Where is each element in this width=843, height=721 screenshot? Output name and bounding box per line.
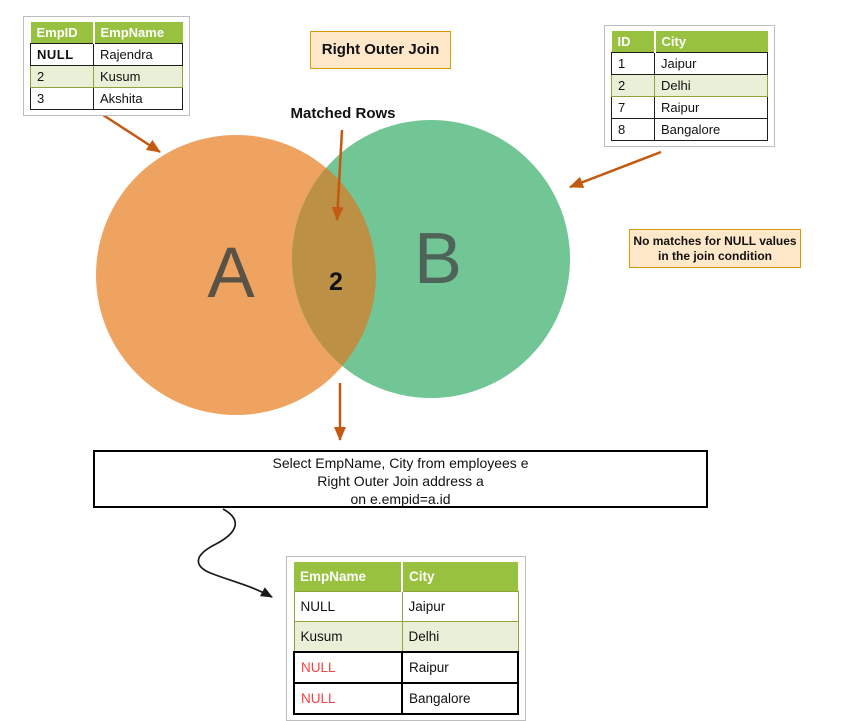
title-box: Right Outer Join — [310, 31, 451, 69]
employee-table-header-empname: EmpName — [92, 22, 183, 44]
address-id-cell: 8 — [611, 118, 655, 141]
table-row: Kusum Delhi — [293, 621, 519, 653]
employee-table: EmpID EmpName NULL Rajendra 2 Kusum 3 Ak… — [30, 22, 183, 110]
arrow-sql-box-to-result-table — [197, 508, 273, 598]
sql-line-join: Right Outer Join address a — [317, 473, 484, 489]
employee-empname-cell: Rajendra — [93, 43, 183, 66]
arrow-employee-table-to-circle-a — [99, 111, 161, 154]
sql-line-select: Select EmpName, City from employees e — [272, 455, 529, 471]
result-table-header-city: City — [401, 562, 518, 592]
address-table-header-id: ID — [611, 31, 655, 53]
table-row: 3 Akshita — [30, 87, 183, 110]
table-row: 8 Bangalore — [611, 118, 768, 141]
null-note-line1: No matches for NULL values — [633, 234, 797, 248]
table-row: 2 Delhi — [611, 74, 768, 97]
employee-empid-cell: 3 — [30, 87, 94, 110]
result-empname-cell: NULL — [293, 682, 403, 715]
table-row: NULL Jaipur — [293, 591, 519, 622]
result-city-cell: Raipur — [401, 651, 519, 684]
table-row: NULL Bangalore — [293, 682, 519, 715]
address-city-cell: Delhi — [654, 74, 768, 97]
result-empname-cell: Kusum — [293, 621, 403, 653]
venn-label-b: B — [414, 219, 462, 299]
result-empname-cell: NULL — [293, 651, 403, 684]
venn-label-a: A — [207, 234, 255, 313]
venn-circle-b — [292, 120, 570, 398]
arrow-matched-rows-to-overlap — [331, 129, 344, 221]
table-row: 7 Raipur — [611, 96, 768, 119]
address-city-cell: Bangalore — [654, 118, 768, 141]
table-row: 1 Jaipur — [611, 52, 768, 75]
sql-query-box: Select EmpName, City from employees e Ri… — [93, 450, 708, 508]
result-city-cell: Delhi — [401, 621, 519, 653]
address-id-cell: 7 — [611, 96, 655, 119]
employee-table-header-empid: EmpID — [30, 22, 94, 44]
employee-empid-cell: NULL — [30, 43, 94, 66]
address-id-cell: 1 — [611, 52, 655, 75]
address-id-cell: 2 — [611, 74, 655, 97]
employee-empname-cell: Kusum — [93, 65, 183, 88]
result-table-container: EmpName City NULL Jaipur Kusum Delhi NUL… — [286, 556, 526, 721]
table-row: NULL Raipur — [293, 651, 519, 684]
sql-line-on: on e.empid=a.id — [350, 491, 451, 507]
employee-empname-cell: Akshita — [93, 87, 183, 110]
arrow-address-table-to-circle-b — [569, 150, 662, 189]
null-note-line2: in the join condition — [658, 249, 772, 263]
address-city-cell: Jaipur — [654, 52, 768, 75]
result-empname-cell: NULL — [293, 591, 403, 622]
result-table-header-row: EmpName City — [294, 562, 518, 592]
result-table-header-empname: EmpName — [294, 562, 402, 592]
address-city-cell: Raipur — [654, 96, 768, 119]
address-table: ID City 1 Jaipur 2 Delhi 7 Raipur — [611, 31, 768, 141]
result-city-cell: Jaipur — [401, 591, 519, 622]
venn-overlap-region — [292, 167, 376, 366]
table-row: 2 Kusum — [30, 65, 183, 88]
matched-rows-label: Matched Rows — [290, 105, 396, 122]
null-note-box: No matches for NULL values in the join c… — [629, 229, 801, 268]
employee-table-header-row: EmpID EmpName — [30, 22, 183, 44]
employee-table-container: EmpID EmpName NULL Rajendra 2 Kusum 3 Ak… — [23, 16, 190, 116]
address-table-header-row: ID City — [611, 31, 768, 53]
employee-empid-cell: 2 — [30, 65, 94, 88]
table-row: NULL Rajendra — [30, 43, 183, 66]
result-city-cell: Bangalore — [401, 682, 519, 715]
address-table-container: ID City 1 Jaipur 2 Delhi 7 Raipur — [604, 25, 775, 147]
result-table: EmpName City NULL Jaipur Kusum Delhi NUL… — [293, 562, 519, 715]
venn-overlap-count: 2 — [329, 268, 343, 296]
address-table-header-city: City — [653, 31, 768, 53]
venn-circle-a — [96, 135, 376, 415]
